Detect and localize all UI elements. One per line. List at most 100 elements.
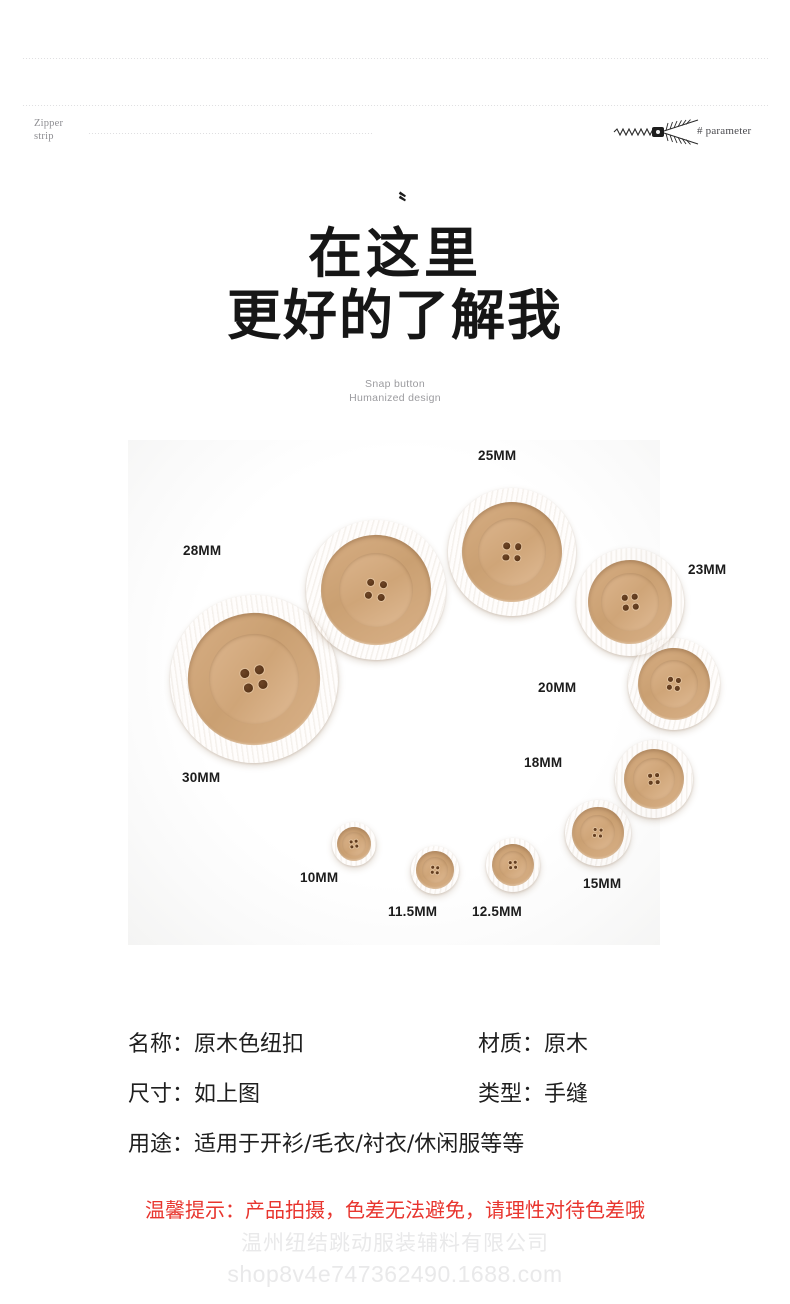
header-dotted-connector [88,133,373,134]
button-hole [364,590,373,600]
button-hole [631,593,638,600]
zipper-icon [613,119,699,145]
button-hole [354,839,358,843]
button-inner-face [578,813,618,853]
button-hole [435,871,439,875]
spec-name: 名称：原木色纽扣 [128,1032,305,1057]
button-hole [598,834,603,839]
wooden-button-icon [622,632,726,736]
button-hole [599,828,604,833]
header-divider-bottom [22,105,768,106]
button-inner-face [631,756,677,802]
button-holes [647,772,661,786]
spec-table: 名称：原木色纽扣 材质：原木 尺寸：如上图 类型：手缝 用途：适用于开衫/毛衣/… [0,1028,790,1178]
decorative-quote-icon: 〝 [384,191,406,216]
button-hole [648,780,653,786]
button-hole [676,677,682,684]
wooden-button-icon [561,796,635,870]
watermark-url: shop8v4e747362490.1688.com [227,1261,563,1287]
page-title-line-2: 更好的了解我 [227,283,563,347]
wooden-button-icon [484,836,542,894]
button-inner-face [598,570,662,634]
spec-usage: 用途：适用于开衫/毛衣/衬衣/休闲服等等 [128,1132,525,1157]
size-label-10mm: 10MM [300,870,339,885]
button-hole [349,840,353,844]
button-holes [349,839,359,849]
button-hole [366,578,375,587]
button-holes [621,593,639,611]
size-label-12-5mm: 12.5MM [472,904,522,919]
button-hole [666,684,672,691]
button-hole [350,845,354,849]
spec-material: 材质：原木 [478,1032,589,1057]
button-hole [513,554,521,562]
wooden-button-icon [443,483,581,621]
button-hole [254,664,265,675]
button-inner-face [421,856,449,884]
page-header: Zipper strip # parameter [0,48,790,145]
page-subtitle: Snap button Humanized design [0,377,790,405]
button-hole [647,773,653,778]
button-sample-28mm [294,508,458,672]
button-hole [592,833,597,838]
button-sample-12-5mm [484,836,542,894]
button-hole [674,686,681,692]
button-sample-10mm [329,819,379,869]
button-hole [508,866,513,870]
size-label-11-5mm: 11.5MM [388,904,438,919]
button-holes [592,827,604,839]
page-subtitle-line-2: Humanized design [349,392,441,404]
button-hole [258,679,269,690]
spec-size: 尺寸：如上图 [128,1082,261,1107]
button-hole [502,542,511,550]
button-hole [502,553,510,561]
button-holes [430,865,440,875]
button-sample-25mm [443,483,581,621]
button-sample-20mm [622,632,726,736]
button-inner-face [340,830,368,858]
button-inner-face [199,624,308,733]
button-inner-face [646,656,702,712]
spec-row: 尺寸：如上图 类型：手缝 [0,1078,790,1128]
size-label-30mm: 30MM [182,770,221,785]
button-hole [514,865,518,869]
button-holes [364,578,388,602]
button-hole [376,593,386,602]
button-hole [239,668,250,679]
button-inner-face [332,546,419,633]
size-label-25mm: 25MM [478,448,517,463]
zipper-strip-label: Zipper strip [34,118,64,142]
spec-row: 用途：适用于开衫/毛衣/衬衣/休闲服等等 [0,1128,790,1178]
header-divider-top [22,58,768,59]
button-hole [508,860,512,865]
button-hole [622,604,629,611]
color-difference-notice: 温馨提示：产品拍摄，色差无法避免，请理性对待色差哦 [145,1198,645,1222]
watermark-company: 温州纽结跳动服装辅料有限公司 [241,1231,549,1255]
button-holes [666,676,682,692]
button-holes [239,664,269,694]
spec-row: 名称：原木色纽扣 材质：原木 [0,1028,790,1078]
button-hole [655,772,660,778]
button-hole [379,580,388,589]
size-label-15mm: 15MM [583,876,622,891]
button-inner-face [497,849,529,881]
spec-type: 类型：手缝 [478,1082,589,1107]
button-hole [430,870,434,874]
wooden-button-icon [329,819,379,869]
button-hole [513,860,517,864]
button-hole [632,603,639,610]
button-hole [431,865,435,869]
button-sample-11-5mm [408,843,462,897]
size-label-28mm: 28MM [183,543,222,558]
button-hole [593,827,598,832]
button-hole [243,683,254,694]
page-title-line-1: 在这里 [308,221,482,285]
button-holes [502,542,522,562]
button-hole [621,594,628,601]
button-sample-15mm [561,796,635,870]
parameter-label: # parameter [697,125,752,137]
wooden-button-icon [294,508,458,672]
button-hole [655,780,661,785]
button-hole [514,542,522,551]
